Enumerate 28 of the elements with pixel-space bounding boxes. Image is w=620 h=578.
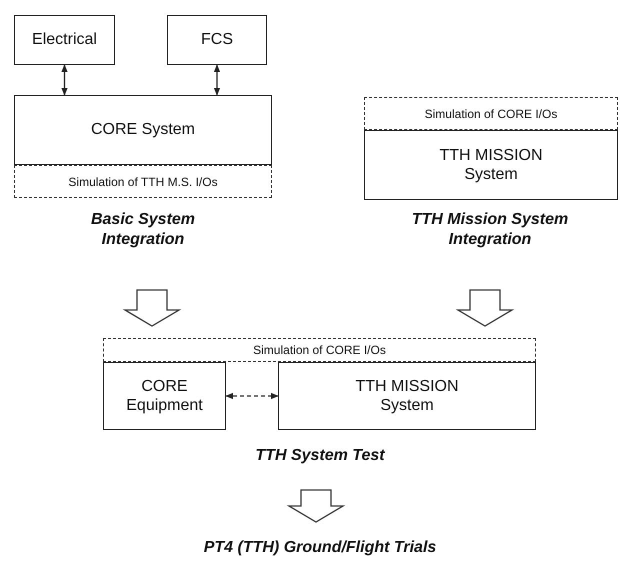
electrical-box (14, 15, 115, 65)
box-label: CORE System (90, 120, 195, 140)
simulation-box (364, 97, 618, 130)
system-box (278, 362, 536, 430)
stage-caption: PT4 (TTH) Ground/Flight Trials (204, 538, 436, 558)
connector-arrow (225, 392, 279, 400)
connector-arrow (214, 64, 220, 96)
box-label: TTH MISSION System (354, 376, 460, 416)
system-box (364, 130, 618, 200)
box-label: FCS (201, 30, 233, 50)
block-arrow (122, 289, 182, 327)
equipment-box (103, 362, 226, 430)
block-arrow (286, 489, 346, 523)
box-label: Electrical (32, 30, 97, 50)
block-arrow (456, 289, 514, 327)
stage-caption: TTH System Test (255, 446, 385, 466)
stage-caption: Basic System Integration (90, 210, 196, 250)
simulation-box (103, 338, 536, 362)
box-label: Simulation of CORE I/Os (424, 106, 558, 120)
fcs-box (167, 15, 267, 65)
system-box (14, 95, 272, 165)
connector-arrow (61, 64, 68, 96)
box-label: Simulation of CORE I/Os (253, 343, 386, 357)
box-label: TTH MISSION System (438, 146, 544, 184)
box-label: CORE Equipment (125, 376, 204, 416)
simulation-box (14, 165, 272, 198)
box-label: Simulation of TTH M.S. I/Os (68, 174, 218, 188)
stage-caption: TTH Mission System Integration (410, 210, 570, 250)
